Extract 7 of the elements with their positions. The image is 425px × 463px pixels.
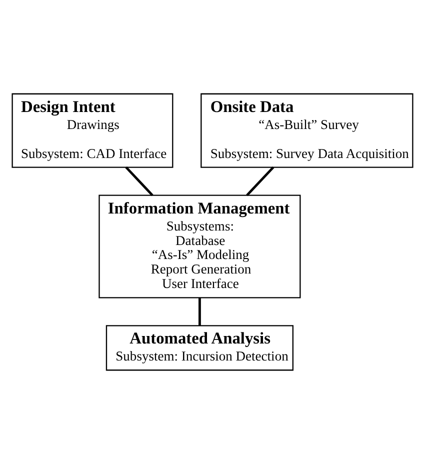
node-box: Information Management Subsystems: Database “As-Is” Modeling Report Generation User Interface: [98, 194, 301, 298]
node-box: Design Intent Drawings Subsystem: CAD Interface: [12, 92, 174, 168]
node-box: Onsite Data “As-Built” Survey Subsystem: Survey Data Acquisition: [200, 92, 414, 168]
connector: [125, 166, 154, 196]
node-box: Automated Analysis Subsystem: Incursion Detection: [106, 324, 294, 370]
connector: [246, 166, 274, 196]
connector: [198, 297, 201, 326]
